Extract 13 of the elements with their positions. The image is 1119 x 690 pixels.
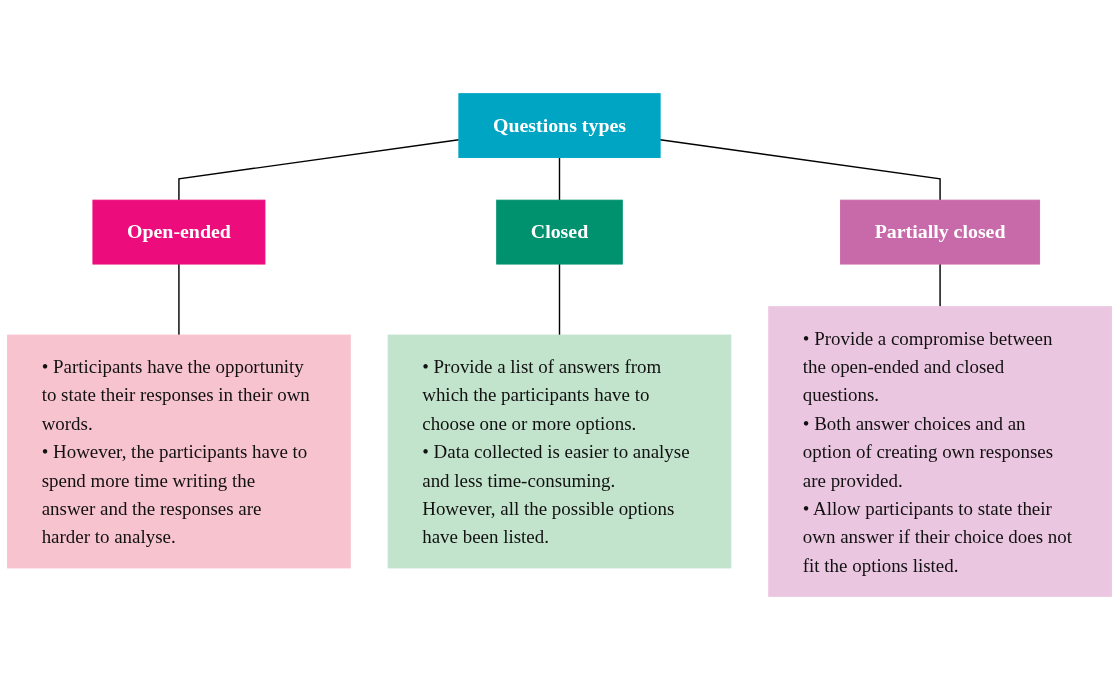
node-box: Questions types (458, 93, 661, 159)
connector (178, 138, 460, 201)
connector (939, 263, 941, 308)
connector (558, 156, 561, 201)
node-box: • Participants have the opportunity to state their responses in their own words. • However, the participants have to spend more time writing the answer and the responses are harder to analyse. (7, 334, 351, 569)
connector (659, 138, 941, 201)
node-box: Partially closed (840, 199, 1041, 265)
connector (558, 263, 561, 336)
node-box: • Provide a list of answers from which the participants have to choose one or more options. • Data collected is easier to analyse and less time-consuming. However, all the possible options have been listed. (387, 334, 732, 569)
node-box: Open-ended (92, 199, 266, 265)
node-box: • Provide a compromise between the open-ended and closed questions. • Both answer choices and an option of creating own responses are provided. • Allow participants to state their own answer if their choice does not fit the options listed. (768, 306, 1112, 597)
connector (178, 263, 180, 336)
node-box: Closed (496, 199, 623, 265)
